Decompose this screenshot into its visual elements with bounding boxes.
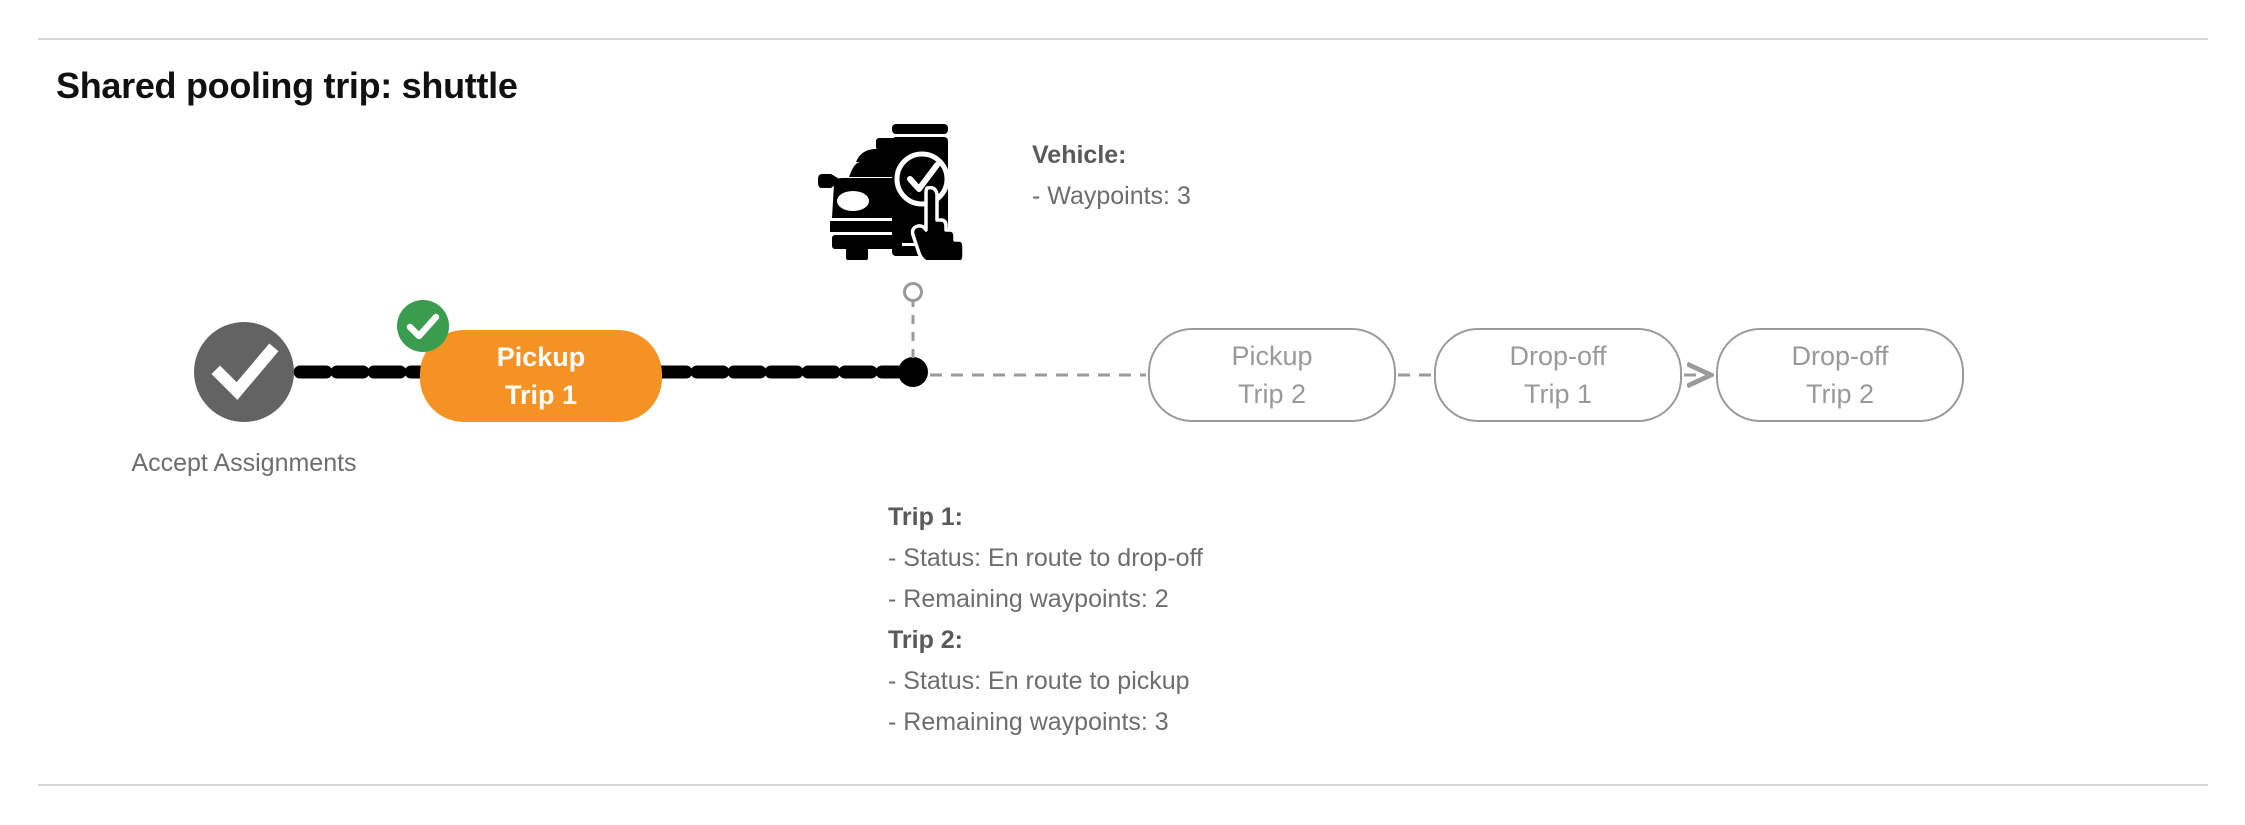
node-pickup-trip-1[interactable]: Pickup Trip 1 [420, 330, 662, 422]
trip1-status-line: - Status: En route to drop-off [888, 544, 1203, 572]
node-dropoff-trip-2[interactable]: Drop-off Trip 2 [1716, 328, 1964, 422]
trip1-waypoints-line: - Remaining waypoints: 2 [888, 585, 1169, 613]
node-pickup-trip-2[interactable]: Pickup Trip 2 [1148, 328, 1396, 422]
vehicle-info-heading: Vehicle: [1032, 141, 1127, 169]
check-circle-icon [194, 322, 294, 422]
node-accept-assignments[interactable] [194, 322, 294, 422]
node-pickup-trip-2-line1: Pickup [1231, 341, 1313, 371]
node-dropoff-trip-1[interactable]: Drop-off Trip 1 [1434, 328, 1682, 422]
node-dropoff-trip-2-line2: Trip 2 [1805, 379, 1874, 409]
trip-info-block: Trip 1: - Status: En route to drop-off -… [888, 497, 1203, 743]
start-label-line1: Accept [131, 449, 208, 477]
node-pickup-trip-1-line2: Trip 1 [504, 380, 578, 410]
node-dropoff-trip-1-line1: Drop-off [1509, 341, 1607, 371]
trip2-heading: Trip 2: [888, 626, 964, 654]
node-dropoff-trip-1-line2: Trip 1 [1523, 379, 1592, 409]
vehicle-app-check-icon [818, 122, 978, 266]
bottom-divider [38, 784, 2208, 786]
node-dropoff-trip-2-line1: Drop-off [1791, 341, 1889, 371]
top-divider [38, 38, 2208, 40]
trip1-heading: Trip 1: [888, 503, 964, 531]
node-pickup-trip-1-line1: Pickup [496, 342, 586, 372]
vehicle-leader-endpoint [903, 282, 923, 302]
trip2-status-line: - Status: En route to pickup [888, 667, 1190, 695]
start-node-label: Accept Assignments [94, 443, 394, 483]
trip2-waypoints-line: - Remaining waypoints: 3 [888, 708, 1169, 736]
vehicle-waypoints-line: - Waypoints: 3 [1032, 182, 1191, 210]
vehicle-position-dot [898, 357, 928, 387]
check-badge-icon [397, 300, 449, 352]
start-label-line2: Assignments [213, 449, 357, 477]
page-title: Shared pooling trip: shuttle [56, 65, 518, 106]
node-pickup-trip-2-line2: Trip 2 [1237, 379, 1306, 409]
vehicle-info-block: Vehicle: - Waypoints: 3 [1032, 135, 1191, 217]
